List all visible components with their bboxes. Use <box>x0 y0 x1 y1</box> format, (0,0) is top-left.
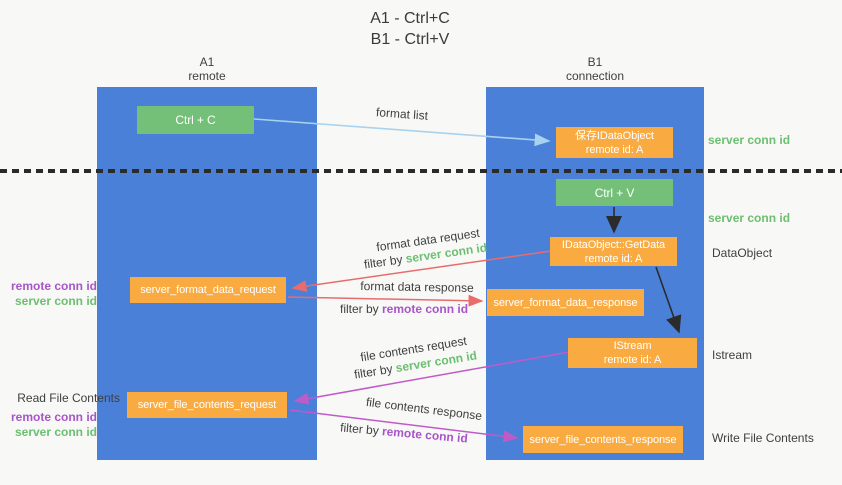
node-istream-line1: IStream <box>613 340 652 352</box>
node-ctrl-v-label: Ctrl + V <box>594 185 635 200</box>
node-file-request-label: server_file_contents_request <box>137 399 277 411</box>
label-istream: Istream <box>712 348 753 362</box>
node-istream-line2: remote id: A <box>603 354 662 366</box>
label-file-contents-response-filter: filter by remote conn id <box>340 420 469 445</box>
node-idataobject-getdata: IDataObject::GetData remote id: A <box>550 237 677 266</box>
node-save-dataobject-line1: 保存IDataObject <box>575 129 654 142</box>
node-save-dataobject-line2: remote id: A <box>585 143 644 156</box>
lane-b1-name: B1 <box>587 55 603 69</box>
label-server-conn-id: server conn id <box>14 294 97 308</box>
node-save-dataobject: 保存IDataObject remote id: A <box>556 127 673 158</box>
lane-header-a1: A1 remote <box>97 55 317 83</box>
label-server-conn-id-top: server conn id <box>708 133 791 147</box>
label-format-list: format list <box>375 105 429 123</box>
arrow-format-data-response <box>287 294 484 307</box>
label-left-conn-ids-bottom: remote conn id server conn id <box>0 410 97 440</box>
title-line-1: A1 - Ctrl+C <box>370 10 450 27</box>
node-istream: IStream remote id: A <box>568 338 697 368</box>
label-format-data-response-filter: filter by remote conn id <box>340 302 468 316</box>
phase-separator-dotted-line <box>0 169 842 173</box>
node-file-response-label: server_file_contents_response <box>529 433 677 446</box>
lane-header-b1: B1 connection <box>486 55 704 83</box>
node-getdata-line1: IDataObject::GetData <box>561 238 666 251</box>
label-file-contents-response: file contents response <box>365 394 483 424</box>
label-format-data-response: format data response <box>360 279 474 295</box>
filter-key-remote-conn-id: remote conn id <box>382 302 469 316</box>
label-dataobject: DataObject <box>712 246 773 260</box>
node-server-format-data-request: server_format_data_request <box>130 277 286 303</box>
node-ctrl-v: Ctrl + V <box>556 179 673 206</box>
filter-by-text: filter by <box>339 420 383 439</box>
label-write-file-contents: Write File Contents <box>712 431 814 445</box>
label-remote-conn-id: remote conn id <box>10 410 97 424</box>
node-server-file-contents-request: server_file_contents_request <box>127 392 287 418</box>
label-server-conn-id-mid: server conn id <box>708 211 791 225</box>
lane-a1-name: A1 <box>199 55 215 69</box>
node-format-request-label: server_format_data_request <box>140 284 276 296</box>
node-server-format-data-response: server_format_data_response <box>487 289 644 316</box>
label-remote-conn-id: remote conn id <box>10 279 97 293</box>
label-server-conn-id: server conn id <box>14 425 97 439</box>
filter-by-text: filter by <box>340 302 383 316</box>
node-format-response-label: server_format_data_response <box>493 296 638 309</box>
node-server-file-contents-response: server_file_contents_response <box>523 426 683 453</box>
node-getdata-line2: remote id: A <box>584 252 643 265</box>
diagram-title: A1 - Ctrl+C B1 - Ctrl+V <box>0 8 820 50</box>
label-read-file-contents: Read File Contents <box>17 391 120 405</box>
title-line-2: B1 - Ctrl+V <box>370 31 450 48</box>
lane-b1-subtitle: connection <box>565 69 625 83</box>
node-ctrl-c-label: Ctrl + C <box>175 113 216 127</box>
node-ctrl-c: Ctrl + C <box>137 106 254 134</box>
filter-key-remote-conn-id: remote conn id <box>381 424 469 446</box>
label-left-conn-ids-top: remote conn id server conn id <box>0 279 97 309</box>
lane-a1-subtitle: remote <box>188 69 226 83</box>
